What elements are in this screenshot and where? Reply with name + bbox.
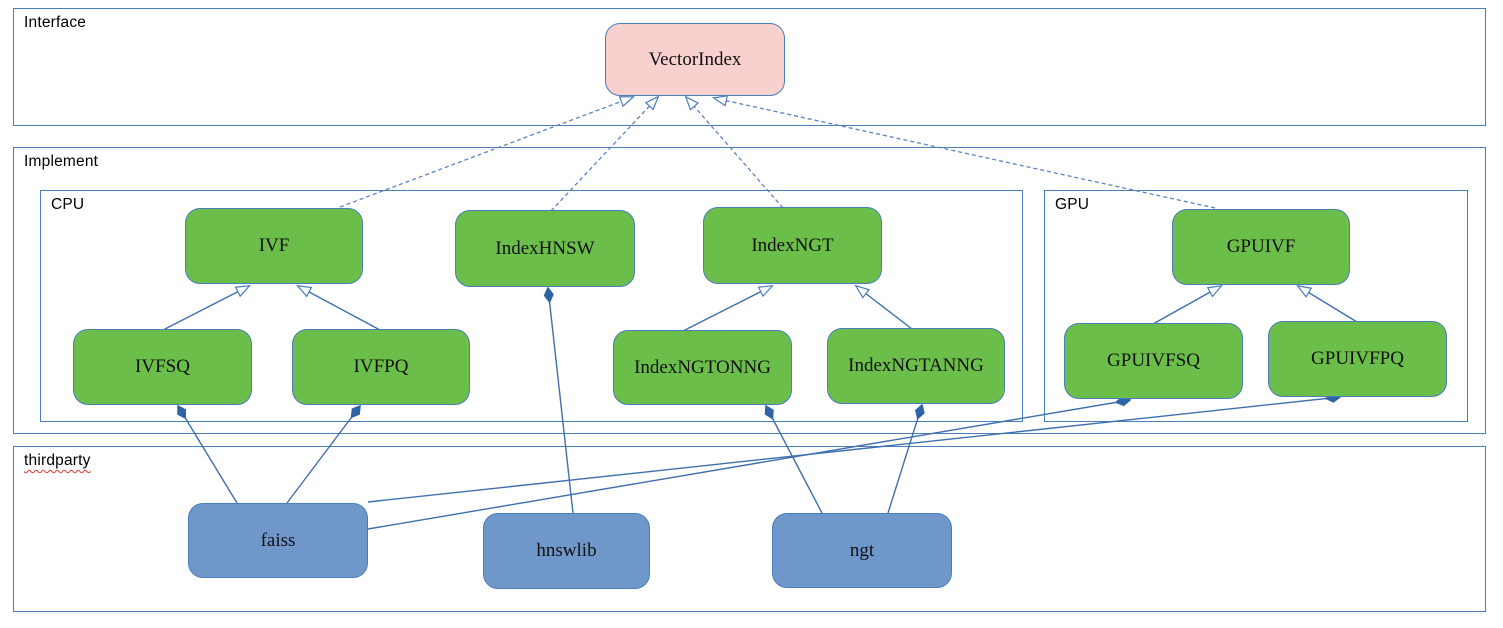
node-ivfpq-label: IVFPQ <box>353 356 409 377</box>
node-gpuivfsq: GPUIVFSQ <box>1064 323 1243 399</box>
node-ngt: ngt <box>772 513 952 588</box>
node-faiss: faiss <box>188 503 368 578</box>
node-gpuivfpq: GPUIVFPQ <box>1268 321 1447 397</box>
node-hnswlib: hnswlib <box>483 513 650 589</box>
gpu-container-label: GPU <box>1055 196 1090 213</box>
node-ivf: IVF <box>185 208 363 284</box>
node-indexngt-label: IndexNGT <box>751 234 834 256</box>
node-indexngtanng-label: IndexNGTANNG <box>848 355 984 376</box>
node-indexngtonng: IndexNGTONNG <box>613 330 792 405</box>
node-ngt-label: ngt <box>849 539 875 561</box>
interface-container-label: Interface <box>24 14 87 31</box>
node-ivfpq: IVFPQ <box>292 329 470 405</box>
node-indexngtanng: IndexNGTANNG <box>827 328 1005 404</box>
node-ivfsq-label: IVFSQ <box>135 356 190 377</box>
node-indexhnsw: IndexHNSW <box>455 210 635 287</box>
node-indexngt: IndexNGT <box>703 207 882 284</box>
node-indexngtonng-label: IndexNGTONNG <box>634 356 771 378</box>
node-indexhnsw-label: IndexHNSW <box>495 237 595 259</box>
node-faiss-label: faiss <box>260 529 296 551</box>
node-gpuivfpq-label: GPUIVFPQ <box>1311 348 1404 369</box>
node-gpuivfsq-label: GPUIVFSQ <box>1107 350 1200 371</box>
thirdparty-container-label: thirdparty <box>24 452 91 469</box>
implement-container-label: Implement <box>24 153 99 170</box>
node-vectorindex: VectorIndex <box>605 23 785 96</box>
node-gpuivf-label: GPUIVF <box>1226 236 1296 257</box>
node-ivf-label: IVF <box>258 235 290 256</box>
node-hnswlib-label: hnswlib <box>536 540 597 561</box>
cpu-container-label: CPU <box>51 196 85 213</box>
node-gpuivf: GPUIVF <box>1172 209 1350 285</box>
node-ivfsq: IVFSQ <box>73 329 252 405</box>
node-vectorindex-label: VectorIndex <box>648 48 742 70</box>
